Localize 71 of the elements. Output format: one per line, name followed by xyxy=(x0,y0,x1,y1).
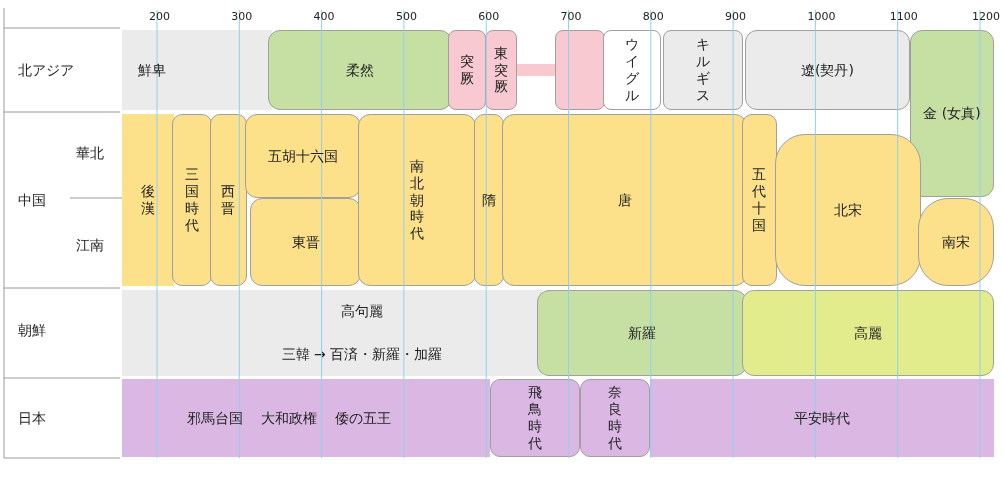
period-band xyxy=(537,290,747,376)
period-name: 西晋 xyxy=(220,183,237,217)
period-name: 五代十国 xyxy=(751,166,768,234)
year-label: 700 xyxy=(560,10,582,23)
period-band xyxy=(210,114,247,286)
year-label: 1200 xyxy=(972,10,1000,23)
period-name: 邪馬台国 xyxy=(187,409,243,427)
year-label: 1100 xyxy=(889,10,918,23)
connector-bar xyxy=(517,64,555,76)
period-name: 北宋 xyxy=(834,201,862,219)
region-label: 朝鮮 xyxy=(18,322,46,340)
period-name: 飛鳥時代 xyxy=(527,384,543,452)
region-label: 中国 xyxy=(18,192,46,210)
period-band xyxy=(448,30,486,110)
year-label: 200 xyxy=(149,10,170,23)
period-name: 突厥 xyxy=(459,53,475,87)
period-name: 新羅 xyxy=(628,324,656,342)
year-label: 500 xyxy=(395,10,417,23)
period-band xyxy=(742,290,994,376)
period-band xyxy=(745,30,910,110)
period-band xyxy=(775,134,921,286)
period-name: 後漢 xyxy=(140,183,156,217)
period-name: 鮮卑 xyxy=(138,61,166,79)
period-band xyxy=(918,198,994,286)
period-band xyxy=(358,114,476,286)
period-band xyxy=(122,30,272,110)
period-name: ウイグル xyxy=(624,36,640,104)
period-name: 南宋 xyxy=(942,233,970,251)
period-name: 平安時代 xyxy=(794,409,850,427)
region-label: 江南 xyxy=(76,237,104,255)
period-name: 金 (女真) xyxy=(923,105,981,122)
year-label: 400 xyxy=(313,10,335,23)
period-name: 隋 xyxy=(482,191,496,209)
period-band xyxy=(663,30,743,110)
period-band xyxy=(122,114,174,286)
period-band xyxy=(250,198,361,286)
period-name: 東突厥 xyxy=(493,44,509,96)
period-name: 奈良時代 xyxy=(607,384,623,452)
period-name: 高句麗 xyxy=(341,303,383,320)
year-label: 800 xyxy=(642,10,664,23)
period-band xyxy=(650,379,994,457)
period-name: 遼(契丹) xyxy=(801,61,854,79)
period-name: 南北朝時代 xyxy=(409,158,425,242)
period-name: 唐 xyxy=(617,191,632,209)
year-label: 1000 xyxy=(807,10,836,23)
period-band xyxy=(485,30,517,110)
period-band xyxy=(603,30,661,110)
year-label: 300 xyxy=(231,10,253,23)
period-name: 柔然 xyxy=(346,61,374,79)
period-name: キルギス xyxy=(695,36,711,104)
region-label: 華北 xyxy=(76,145,104,163)
period-name: 三韓 → 百済・新羅・加羅 xyxy=(281,346,443,363)
period-box xyxy=(555,30,605,110)
period-name: 三国時代 xyxy=(184,166,200,234)
period-band xyxy=(122,290,542,376)
period-band xyxy=(490,379,580,457)
region-label: 日本 xyxy=(18,410,46,428)
year-label: 600 xyxy=(478,10,500,23)
period-name: 東晋 xyxy=(291,233,320,251)
period-band xyxy=(245,114,361,198)
period-name: 五胡十六国 xyxy=(268,147,338,165)
period-name: 高麗 xyxy=(854,324,882,342)
period-band xyxy=(172,114,212,286)
period-band xyxy=(580,379,650,457)
year-label: 900 xyxy=(725,10,747,23)
region-label: 北アジア xyxy=(18,62,74,80)
period-name: 倭の五王 xyxy=(335,409,391,427)
period-band xyxy=(910,30,994,197)
period-name: 大和政権 xyxy=(261,409,317,427)
period-band xyxy=(742,114,777,286)
period-band xyxy=(122,379,490,457)
